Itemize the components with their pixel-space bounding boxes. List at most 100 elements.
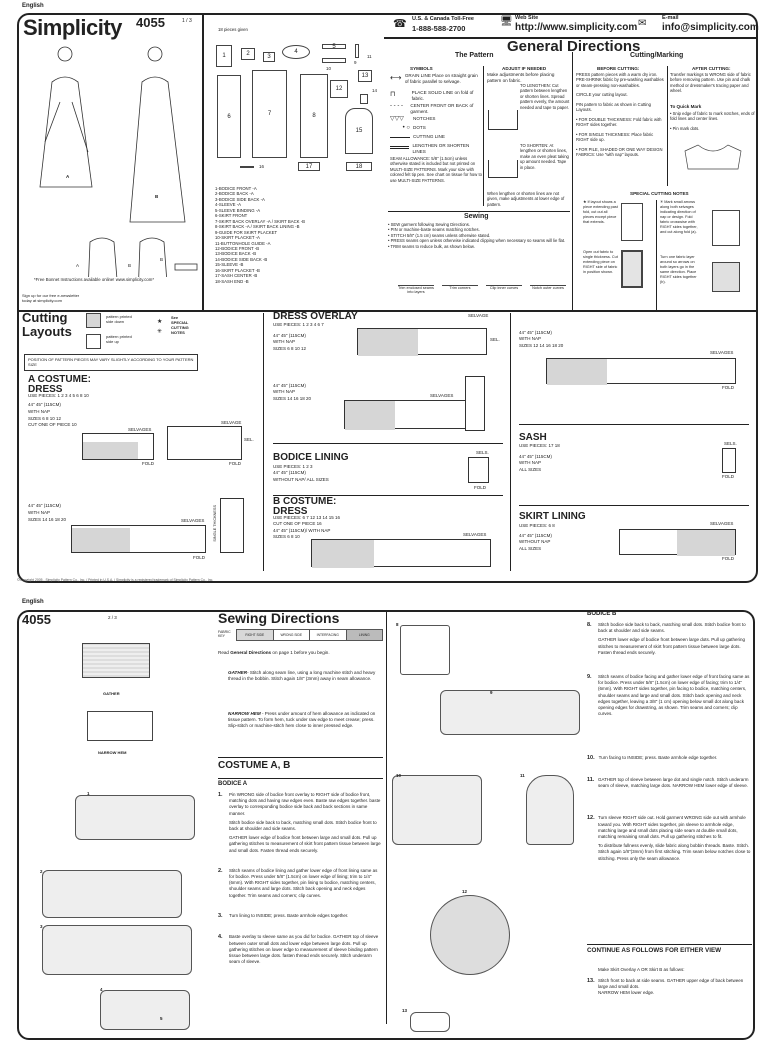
intro-text: Read General Directions on page 1 before… <box>218 650 330 655</box>
symbol-text: NOTCHES <box>413 116 436 121</box>
cutting-layout <box>220 498 244 553</box>
shorten-text: TO SHORTEN: At lengthen or shorten lines… <box>520 143 569 170</box>
pattern-piece: 4 <box>282 45 310 59</box>
quick-mark-item: • Snip edge of fabric to mark notches, e… <box>670 111 755 122</box>
layout-title: BODICE LINING <box>273 452 349 463</box>
fabric-key-lining: LINING <box>346 630 382 640</box>
sewing-title: Sewing <box>464 213 489 220</box>
pattern-piece: 6 <box>217 75 241 158</box>
fabric-key: RIGHT SIDE WRONG SIDE INTERFACING LINING <box>236 629 383 641</box>
fabric-key-interfacing: INTERFACING <box>310 630 347 640</box>
newsletter-signup[interactable]: Sign up for our free e-newsletter today … <box>22 293 80 303</box>
divider <box>263 313 264 571</box>
divider <box>218 757 383 758</box>
layout-title: A COSTUME: DRESS <box>28 374 91 395</box>
selvages-label: SELVAGES <box>710 521 734 526</box>
continue-title: CONTINUE AS FOLLOWS FOR EITHER VIEW <box>587 947 722 954</box>
pattern-piece: 1 <box>216 45 232 67</box>
web-link[interactable]: http://www.simplicity.com <box>515 22 638 33</box>
trim-label: Trim corners <box>449 286 471 290</box>
selvages-label: SELVAGES <box>430 393 454 398</box>
piece-number: 11 <box>367 54 372 59</box>
trim-figure: Notch outer curves <box>530 268 566 294</box>
pattern-piece <box>240 166 254 168</box>
piece-list-item: 11-BUTTONHOLE GUIDE -A <box>215 240 271 246</box>
step-illustration <box>430 895 510 975</box>
symbol-text: CUTTING LINE <box>413 134 445 139</box>
piece-number: 14 <box>372 88 378 93</box>
step-illustration <box>400 625 450 675</box>
step-illustration <box>75 795 195 840</box>
fold-label: FOLD <box>193 555 206 560</box>
view-label: B <box>160 257 164 262</box>
special-note: ✳ Mark small arrows along both selvages … <box>660 200 702 234</box>
piece-number: 9 <box>354 60 357 65</box>
nap-arrow-icon: ✳ <box>157 329 163 335</box>
cutting-layout <box>468 457 489 483</box>
figure-number: 9 <box>490 690 493 695</box>
layout-use: USE PIECES: 1 2 3 4 6 7 <box>273 322 324 327</box>
layout-title: SASH <box>519 432 547 443</box>
lengthen-text: TO LENGTHEN: Cut pattern between lengthe… <box>520 83 570 110</box>
trim-label: Trim enclosed seams into layers <box>398 286 434 294</box>
adjust-title: ADJUST IF NEEDED <box>502 66 547 71</box>
step: 12.Turn sleeve RIGHT side out. Hold garm… <box>587 815 751 861</box>
divider <box>483 66 484 206</box>
special-note: ★ If layout shows a piece extending past… <box>583 200 618 225</box>
trim-label: Notch outer curves <box>532 286 564 290</box>
sewing-directions-title: Sewing Directions <box>218 610 340 626</box>
piece-list-item: 4-SLEEVE -A <box>215 202 242 208</box>
notch-icon: ▽▽▽ <box>390 116 404 122</box>
selvages-label: SELVAGES <box>463 532 487 537</box>
pieces-given: 18 pieces given <box>218 27 248 32</box>
garment-illustrations <box>39 46 198 277</box>
before-item: • FOR DOUBLE THICKNESS: Fold fabric with… <box>576 116 662 128</box>
layout-use: USE PIECES: 6 8 <box>519 523 555 528</box>
piece-list: 1-BODICE FRONT -A 2-BODICE BACK -A 3-BOD… <box>215 186 305 284</box>
figure-number: 1 <box>87 791 90 796</box>
grain-line-icon: ⟷ <box>390 73 402 82</box>
sewing-item: • STITCH 5/8" (1.5 cm) seams unless othe… <box>388 232 491 238</box>
symbol-text: PLACE SOLID LINE on fold of fabric. <box>411 90 474 101</box>
step-illustration <box>392 775 482 845</box>
piece-list-item: 17-SASH CENTER -B <box>215 273 258 279</box>
narrow-hem-illustration <box>87 711 153 741</box>
trim-figure: Trim enclosed seams into layers <box>398 268 434 294</box>
selvages-label: SELVAGES <box>128 427 152 432</box>
cutting-layout <box>619 529 736 556</box>
figure-number: 13 <box>402 1008 408 1013</box>
email-icon: ✉ <box>638 18 647 29</box>
sewing-item: • PIN or machine-baste seams matching no… <box>388 227 480 233</box>
step: 10.Turn facing to INSIDE; press. Baste a… <box>587 755 718 762</box>
pattern-piece: 5 <box>322 44 346 50</box>
shorten-diagram <box>488 160 518 178</box>
quick-mark-title: To Quick Mark <box>670 104 702 109</box>
step: 1.Pin WRONG side of bodice front overlay… <box>218 792 381 853</box>
fabric-key-right-side: RIGHT SIDE <box>237 630 274 640</box>
fabric-key-wrong-side: WRONG SIDE <box>274 630 310 640</box>
trim-figure: Trim corners <box>442 268 478 294</box>
star-icon: ★ <box>583 200 588 204</box>
special-note-text: Mark small arrows along both selvages in… <box>660 200 698 234</box>
divider <box>386 610 387 1024</box>
legend-special: See SPECIAL CUTTING NOTES <box>171 315 189 335</box>
seam-allowance-note: SEAM ALLOWANCE: 5/8" (1.5cm) unless othe… <box>390 156 482 183</box>
cutting-layout <box>71 525 206 553</box>
special-note: Open out fabric to single thickness. Cut… <box>583 250 618 274</box>
piece-list-item: 10-SKIRT PLACKET -A <box>215 235 260 241</box>
view-label: B <box>128 263 132 268</box>
view-label: A <box>76 263 80 268</box>
cutting-layout <box>722 448 736 473</box>
piece-list-item: 18-SASH END -B <box>215 278 249 284</box>
quick-mark-item: • Pin mark dots. <box>670 125 700 131</box>
selvage-label: SELVAGE <box>221 420 242 425</box>
special-diagram-b <box>712 262 740 292</box>
divider <box>273 443 503 444</box>
divider <box>17 310 758 312</box>
piece-list-item: 3-BODICE SIDE BACK -A <box>215 196 265 202</box>
sels-label: SELS. <box>724 441 737 446</box>
email-link[interactable]: info@simplicity.com <box>662 22 759 33</box>
piece-list-item: 2-BODICE BACK -A <box>215 191 254 197</box>
